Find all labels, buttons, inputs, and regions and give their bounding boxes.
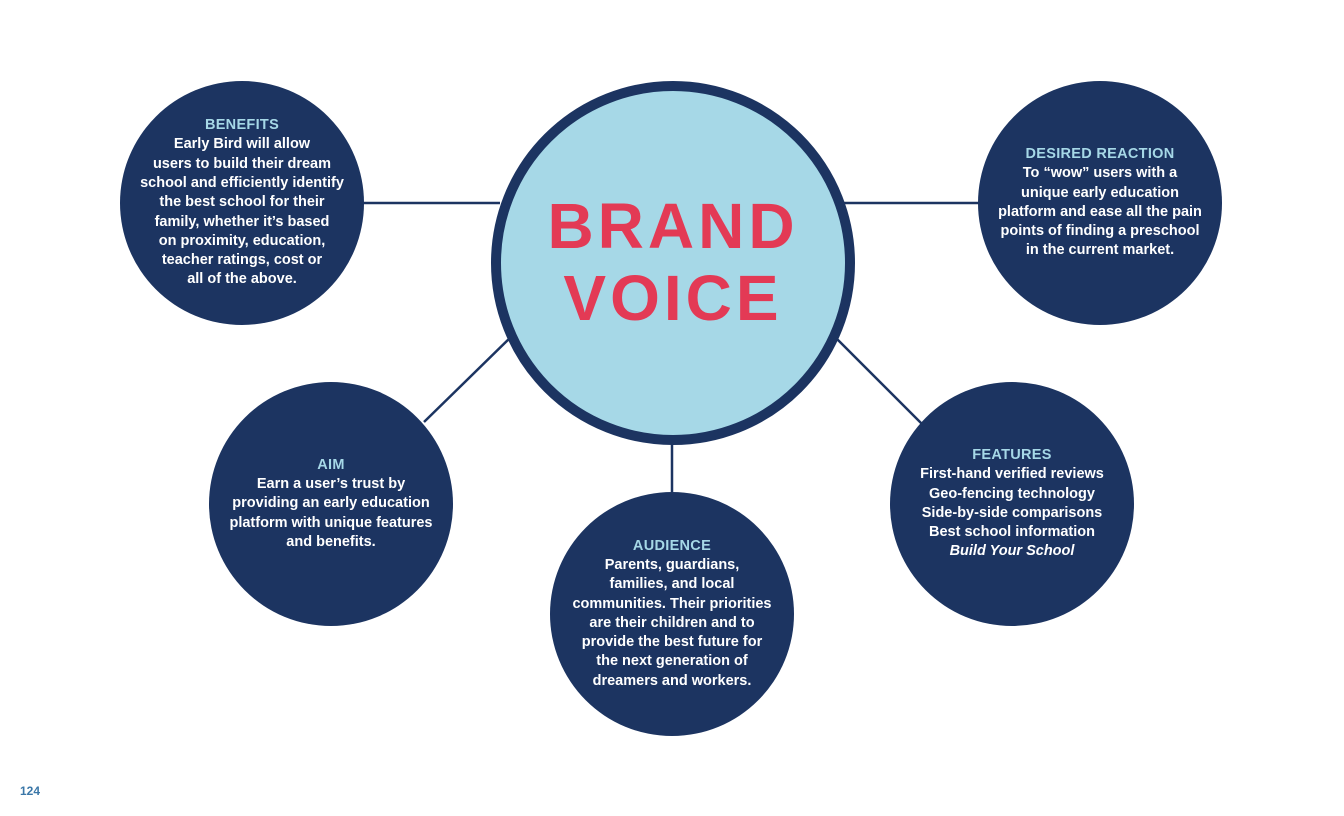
benefits-text-line: family, whether it’s based (154, 213, 330, 230)
benefits-title: BENEFITS (204, 117, 280, 134)
desired-reaction-node: DESIRED REACTION To “wow” users with a u… (978, 81, 1222, 325)
desired-reaction-title: DESIRED REACTION (1025, 146, 1175, 163)
audience-title: AUDIENCE (632, 537, 712, 554)
benefits-text-line: school and efficiently identify (140, 174, 344, 191)
desired-reaction-text-line: platform and ease all the pain (998, 203, 1202, 220)
features-item: Build Your School (949, 543, 1075, 560)
desired-reaction-text-line: points of finding a preschool (1000, 223, 1200, 240)
aim-title: AIM (317, 456, 345, 473)
benefits-text-line: teacher ratings, cost or (161, 252, 323, 269)
benefits-text-line: on proximity, education, (158, 232, 326, 249)
aim-text-line: providing an early education (232, 495, 430, 512)
benefits-node: BENEFITS Early Bird will allow users to … (120, 81, 364, 325)
center-title-line-2: VOICE (563, 262, 783, 334)
connector-aim (423, 335, 513, 423)
audience-node: AUDIENCE Parents, guardians, families, a… (550, 492, 794, 736)
features-item: Side-by-side comparisons (921, 504, 1103, 521)
audience-text-line: families, and local (609, 576, 735, 593)
benefits-text-line: users to build their dream (152, 155, 332, 172)
benefits-text-line: Early Bird will allow (173, 136, 311, 153)
desired-reaction-text-line: in the current market. (1025, 242, 1175, 259)
aim-node: AIM Earn a user’s trust by providing an … (209, 382, 453, 626)
features-item: Best school information (929, 524, 1095, 541)
audience-text-line: the next generation of (596, 653, 748, 670)
aim-text-line: and benefits. (286, 533, 376, 550)
audience-text-line: dreamers and workers. (592, 672, 752, 689)
audience-text-line: Parents, guardians, (604, 556, 740, 573)
features-node: FEATURES First-hand verified reviews Geo… (890, 382, 1134, 626)
features-item: First-hand verified reviews (920, 466, 1104, 483)
brand-voice-hub: BRAND VOICE (491, 81, 855, 445)
features-item: Geo-fencing technology (929, 485, 1095, 502)
benefits-text-line: all of the above. (187, 271, 297, 288)
audience-text-line: communities. Their priorities (572, 595, 772, 612)
aim-text-line: Earn a user’s trust by (256, 475, 406, 492)
audience-text-line: are their children and to (589, 614, 755, 631)
center-title-line-1: BRAND (547, 190, 799, 263)
connector-features (835, 337, 923, 425)
features-title: FEATURES (972, 447, 1052, 464)
page-number: 124 (20, 784, 41, 798)
aim-text-line: platform with unique features (229, 514, 433, 531)
audience-text-line: provide the best future for (581, 634, 763, 651)
desired-reaction-text-line: To “wow” users with a (1022, 165, 1178, 182)
benefits-text-line: the best school for their (159, 194, 325, 211)
desired-reaction-text-line: unique early education (1021, 184, 1179, 201)
